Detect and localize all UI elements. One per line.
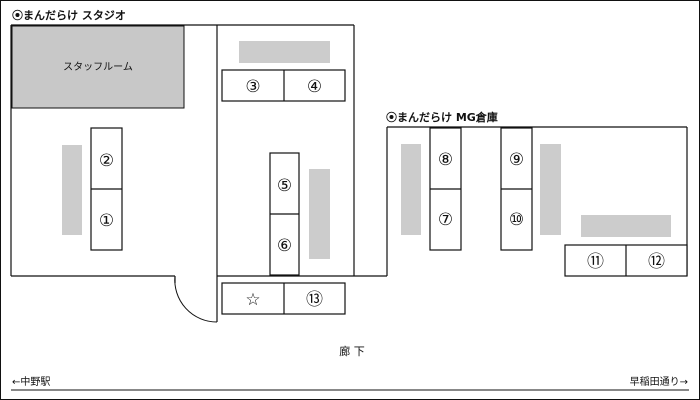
road-right-label: 早稲田通り→ [630, 376, 688, 388]
booth-13[interactable]: ⑬ [306, 290, 323, 310]
booth-5[interactable]: ⑤ [277, 176, 292, 196]
booth-group-8-7: ⑧ ⑦ [429, 127, 462, 251]
studio-title: ⦿まんだらけ スタジオ [12, 8, 126, 22]
booth-group-11-12: ⑪ ⑫ [564, 244, 688, 277]
booth-12[interactable]: ⑫ [648, 252, 665, 272]
staff-room-label: スタッフルーム [63, 61, 133, 73]
booth-2[interactable]: ② [99, 151, 114, 171]
booth-group-2-1: ② ① [90, 127, 123, 251]
booth-group-5-6: ⑤ ⑥ [269, 152, 300, 276]
booth-group-star-13: ☆ ⑬ [221, 282, 346, 315]
booth-group-9-10: ⑨ ⑩ [500, 127, 533, 251]
shelf [62, 145, 82, 235]
shelf [581, 215, 671, 237]
booth-3[interactable]: ③ [245, 77, 260, 97]
booth-8[interactable]: ⑧ [438, 150, 453, 170]
shelf [239, 41, 330, 63]
booth-10[interactable]: ⑩ [509, 210, 524, 230]
corridor-label: 廊 下 [339, 344, 365, 358]
road-left-label: ←中野駅 [12, 375, 50, 388]
booth-4[interactable]: ④ [307, 77, 322, 97]
shelf [540, 144, 561, 235]
shelf [309, 169, 330, 259]
booth-group-3-4: ③ ④ [221, 69, 346, 102]
booth-11[interactable]: ⑪ [587, 252, 604, 272]
booth-star[interactable]: ☆ [245, 290, 260, 310]
warehouse-title: ⦿まんだらけ MG倉庫 [386, 110, 498, 124]
booth-7[interactable]: ⑦ [438, 210, 453, 230]
staff-room [11, 25, 185, 109]
booth-6[interactable]: ⑥ [277, 236, 292, 256]
shelf [401, 144, 421, 235]
booth-9[interactable]: ⑨ [509, 150, 524, 170]
door-swing [174, 275, 218, 323]
booth-1[interactable]: ① [99, 211, 114, 231]
